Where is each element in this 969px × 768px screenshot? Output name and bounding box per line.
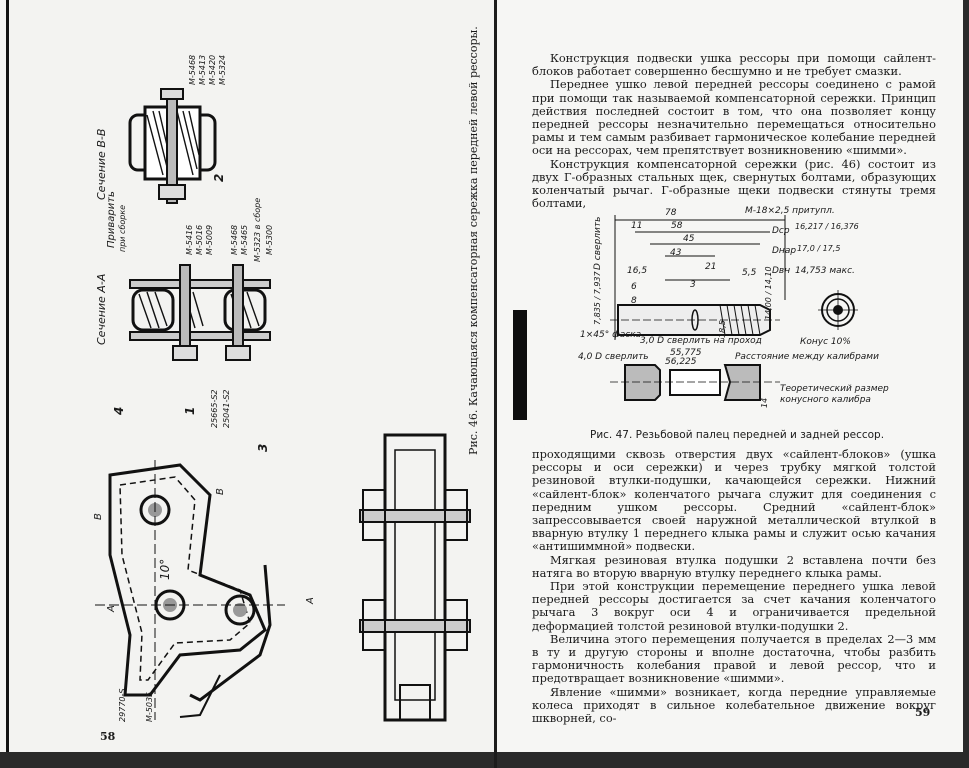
linkage-front-view <box>359 433 471 722</box>
callout-number: 2 <box>212 173 226 182</box>
dim-label: 43 <box>670 248 682 258</box>
dcp-value: 16,217 / 16,376 <box>795 222 859 231</box>
part-label: М-5420 <box>208 54 217 85</box>
figure-47-caption: Рис. 47. Резьбовой палец передней и задн… <box>590 429 885 441</box>
figure-46-caption: Рис. 46. Качающаяся компенсаторная сереж… <box>467 26 480 455</box>
callout-number: 3 <box>256 443 270 452</box>
dim-label: 21 <box>705 262 717 272</box>
dim-label: 7,835 / 7,937 <box>593 271 602 325</box>
page-edge-bottom <box>497 752 969 768</box>
dim-label: 14,00 / 14,10 <box>764 266 773 320</box>
konus-label: Конус 10% <box>800 337 851 347</box>
dim-label: 45 <box>683 234 695 244</box>
part-label: М-5416 <box>185 224 194 255</box>
dcp-label: Dср <box>772 226 790 236</box>
dim-label: 78 <box>665 208 677 218</box>
teor-label: Теоретический размер конусного калибра <box>780 384 889 405</box>
sverlit4-label: 4,0 D сверлить <box>578 352 649 362</box>
part-label: М-5016 <box>195 224 204 255</box>
label-section-bb: Сечение В-В <box>95 128 108 200</box>
dim-label: 14 <box>760 397 769 408</box>
label-privarit-sub: при сборке <box>118 204 127 252</box>
figure-47-pin-drawing <box>610 215 786 401</box>
label-privarit: Приварить <box>106 191 117 248</box>
angle-label: 10° <box>158 558 172 580</box>
section-letter: А <box>106 605 117 612</box>
paragraph: Переднее ушко левой передней рессоры сое… <box>532 77 936 158</box>
paragraph: При этой конструкции перемещение передне… <box>532 579 936 633</box>
page-number-left: 58 <box>100 730 116 743</box>
section-aa-drawing <box>129 264 271 361</box>
dim-label: 11 <box>631 221 643 231</box>
part-label: М-5323 в сборе <box>253 197 262 262</box>
page-edge-right <box>963 0 969 768</box>
dim-label: 3 <box>690 280 696 290</box>
callout-number: 4 <box>112 406 126 415</box>
dim-label: 6 <box>631 282 637 292</box>
dim-label: 5,5 <box>742 268 757 278</box>
text-block-top: Конструкция подвески ушка рессоры при по… <box>532 51 936 211</box>
paragraph: Мягкая резиновая втулка подушки 2 вставл… <box>532 552 936 580</box>
fask-label: 1×45° фаска <box>580 330 642 340</box>
page-edge-bottom <box>0 752 496 768</box>
linkage-side-view <box>95 460 285 720</box>
book-spine <box>494 0 498 768</box>
figure-47-end-view <box>818 290 858 330</box>
dvn-label: Dвн <box>772 266 791 276</box>
paragraph: Конструкция подвески ушка рессоры при по… <box>532 51 936 79</box>
section-letter: А <box>305 597 316 604</box>
paragraph: Величина этого перемещения получается в … <box>532 631 936 686</box>
page-edge-left <box>6 0 9 768</box>
sverlit3-label: 3,0 D сверлить на проход <box>640 336 762 346</box>
dvn-value: 14,753 макс. <box>795 266 855 276</box>
part-label: М-5300 <box>265 224 274 255</box>
part-label: М-5035 <box>145 691 154 722</box>
dnar-value: 17,0 / 17,5 <box>797 244 841 253</box>
part-label: М-5468 <box>188 54 197 85</box>
paragraph: проходящими сквозь отверстия двух «сайле… <box>532 447 936 554</box>
dim-label: 16,5 <box>627 266 648 276</box>
page-number-right: 59 <box>915 706 931 719</box>
paragraph: Конструкция компенсаторной сережки (рис.… <box>532 156 936 211</box>
rasst-label: Расстояние между калибрами <box>735 352 879 362</box>
part-label: 29770-S <box>118 688 127 722</box>
part-label: М-5324 <box>218 54 227 85</box>
d-sverlit-label: D сверлить <box>593 216 603 270</box>
part-label: М-5009 <box>205 224 214 255</box>
part-label: М-5413 <box>198 54 207 85</box>
dnar-label: Dнар <box>772 246 797 256</box>
figure-46-caption-wrap: Рис. 46. Качающаяся компенсаторная сереж… <box>455 25 480 455</box>
section-bb-drawing <box>128 88 217 204</box>
thread-label: М-18×2,5 притупл. <box>745 206 835 216</box>
part-label: М-5468 <box>230 224 239 255</box>
section-letter: В <box>93 513 104 520</box>
callout-number: 1 <box>183 406 197 415</box>
dim-label: 8 <box>631 296 637 306</box>
part-label: М-5465 <box>240 224 249 255</box>
part-label: 25041-S2 <box>222 389 231 428</box>
part-label: 25665-S2 <box>210 389 219 428</box>
paragraph: Явление «шимми» возникает, когда передни… <box>532 684 936 726</box>
left-page: Сечение В-В Сечение А-А Приварить при сб… <box>0 0 496 768</box>
binding-clip <box>513 310 527 420</box>
dim-label: 58 <box>671 221 683 231</box>
section-letter: В <box>215 488 226 495</box>
dim-label: 18,5 <box>718 320 727 338</box>
dim-label: 55,775 <box>670 348 702 358</box>
label-section-aa: Сечение А-А <box>95 273 108 345</box>
text-block-bottom: проходящими сквозь отверстия двух «сайле… <box>532 447 936 726</box>
dim-label: 56,225 <box>665 357 697 367</box>
